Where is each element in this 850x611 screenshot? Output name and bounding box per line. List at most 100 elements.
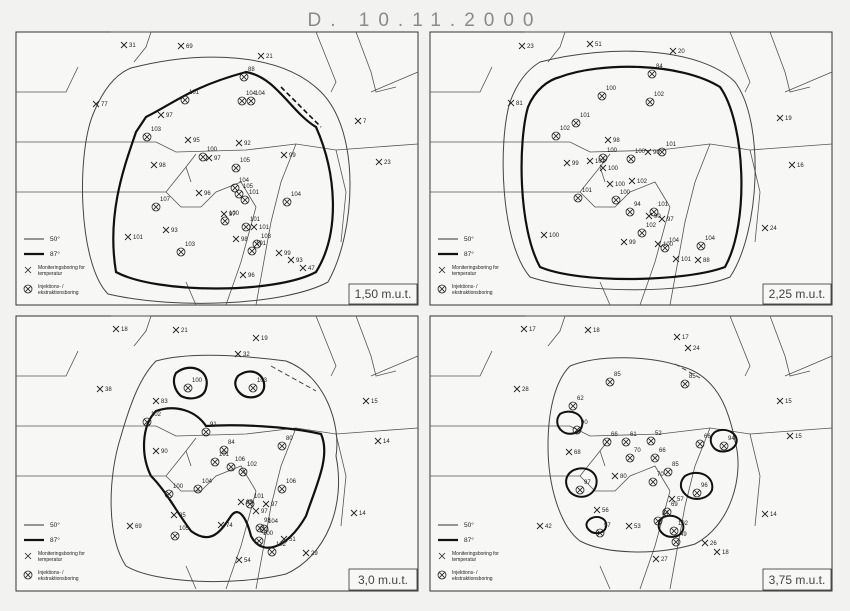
building-outline <box>729 31 751 93</box>
injection-well: 107 <box>151 197 171 212</box>
circle-cross-icon <box>267 547 277 557</box>
well-value: 90 <box>654 214 661 220</box>
cross-icon <box>234 350 242 358</box>
circle-cross-mark <box>626 208 634 216</box>
legend-monitor-label-2: temperatur <box>452 557 477 563</box>
cross-icon <box>120 41 128 49</box>
circle-cross-icon <box>649 207 659 217</box>
well-value: 27 <box>661 557 668 563</box>
monitoring-well: 74 <box>217 521 233 529</box>
injection-well: 104 <box>237 91 257 106</box>
cross-icon <box>287 256 295 264</box>
injection-well: 102 <box>238 462 258 477</box>
cross-icon <box>625 522 633 530</box>
well-value: 69 <box>671 502 678 508</box>
injection-well: 103 <box>248 378 268 393</box>
legend: 50° 87° Moniteringsboring for temperatur… <box>23 235 85 296</box>
injection-well: 101 <box>240 190 260 205</box>
cross-icon <box>170 511 178 519</box>
building-outline <box>16 350 79 377</box>
circle-cross-icon <box>671 537 681 547</box>
monitoring-well: 80 <box>611 472 627 480</box>
well-value: 97 <box>271 502 278 508</box>
well-value: 102 <box>151 412 162 418</box>
monitoring-well: 18 <box>713 548 729 556</box>
well-value: 17 <box>529 327 536 333</box>
circle-cross-icon <box>247 246 257 256</box>
cross-icon <box>252 507 260 515</box>
monitoring-well: 17 <box>520 325 536 333</box>
injection-well: 102 <box>669 521 689 536</box>
building-outline <box>430 350 493 377</box>
well-value: 69 <box>186 44 193 50</box>
circle-cross-icon <box>669 526 679 536</box>
cross-icon <box>252 334 260 342</box>
circle-cross-icon <box>180 95 190 105</box>
well-value: 17 <box>682 335 689 341</box>
monitoring-well: 47 <box>299 264 315 272</box>
building-outline <box>370 355 419 377</box>
well-value: 92 <box>244 141 251 147</box>
building-outline <box>16 66 79 93</box>
circle-cross-icon <box>646 436 656 446</box>
well-value: 95 <box>246 500 253 506</box>
injection-well: 101 <box>241 217 261 232</box>
well-value: 97 <box>261 509 268 515</box>
cross-icon <box>162 226 170 234</box>
isotherm-50 <box>547 357 739 553</box>
circle-cross-icon <box>248 383 258 393</box>
circle-cross-icon <box>201 427 211 437</box>
injection-well: 103 <box>142 127 162 142</box>
monitoring-well: 95 <box>184 136 200 144</box>
well-value: 80 <box>620 474 627 480</box>
depth-label: 3,0 m.u.t. <box>358 573 408 587</box>
circle-cross-icon <box>657 147 667 157</box>
circle-cross-mark <box>647 437 655 445</box>
monitoring-well: 68 <box>565 448 581 456</box>
legend-monitor-label-1: Moniteringsboring for <box>452 551 499 557</box>
injection-well: 104 <box>230 178 250 193</box>
circle-cross-icon <box>234 189 244 199</box>
well-value: 102 <box>637 179 648 185</box>
well-value: 100 <box>608 166 619 172</box>
monitoring-well: 14 <box>761 510 777 518</box>
isotherm-50-dashed <box>270 365 317 392</box>
circle-cross-mark <box>696 440 704 448</box>
well-value: 69 <box>135 524 142 530</box>
circle-cross-mark <box>661 244 669 252</box>
well-value: 94 <box>634 202 641 208</box>
well-value: 104 <box>291 192 302 198</box>
well-value: 104 <box>239 178 250 184</box>
well-value: 62 <box>577 396 584 402</box>
monitoring-well: 98 <box>604 136 620 144</box>
monitoring-well: 15 <box>776 397 792 405</box>
monitoring-well: 97 <box>252 507 268 515</box>
well-value: 105 <box>240 158 251 164</box>
well-value: 102 <box>247 462 258 468</box>
circle-cross-mark <box>227 463 235 471</box>
circle-cross-mark <box>143 133 151 141</box>
well-value: 100 <box>173 484 184 490</box>
circle-cross-mark <box>211 458 219 466</box>
circle-cross-mark <box>220 446 228 454</box>
injection-well: 104 <box>259 519 279 534</box>
circle-cross-mark <box>240 73 248 81</box>
well-value: 14 <box>359 511 366 517</box>
well-value: 100 <box>263 531 274 537</box>
legend: 50° 87° Moniteringsboring for temperatur… <box>437 521 499 582</box>
circle-cross-mark <box>278 485 286 493</box>
circle-cross-icon <box>626 154 636 164</box>
circle-cross-mark <box>612 196 620 204</box>
circle-cross-mark <box>574 194 582 202</box>
monitoring-well: 24 <box>684 344 700 352</box>
depth-box <box>762 568 832 591</box>
well-value: 84 <box>656 64 663 70</box>
cross-icon <box>788 161 796 169</box>
well-value: 18 <box>593 328 600 334</box>
circle-cross-icon <box>245 499 255 509</box>
well-value: 18 <box>722 550 729 556</box>
cross-icon <box>658 215 666 223</box>
well-value: 103 <box>261 234 272 240</box>
circle-cross-mark <box>599 154 607 162</box>
